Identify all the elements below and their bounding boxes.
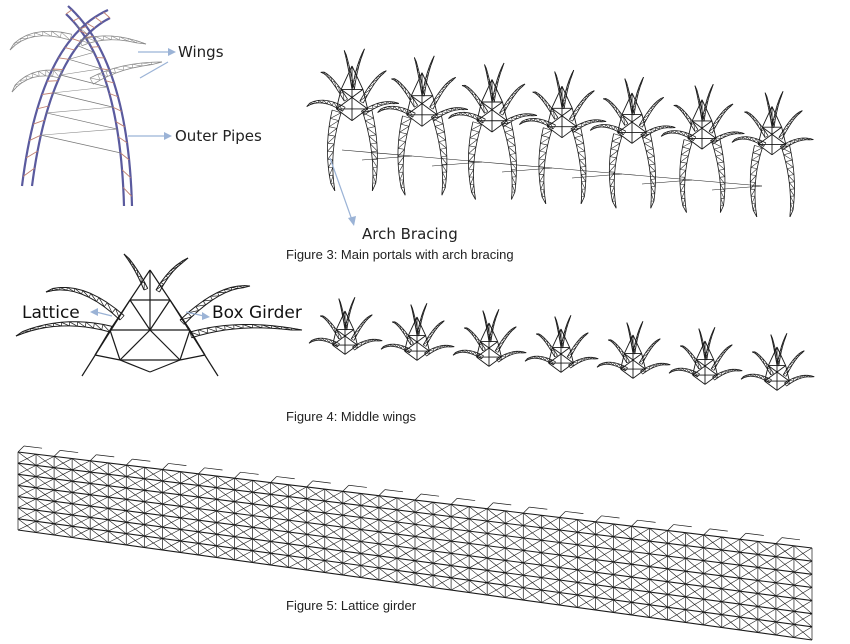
- figure-3-caption: Figure 3: Main portals with arch bracing: [286, 247, 514, 262]
- wing-series-diagram: [308, 297, 815, 391]
- figure-4-caption: Figure 4: Middle wings: [286, 409, 417, 424]
- arch-bracing-callout: [329, 157, 356, 226]
- portal-detail-diagram: [9, 5, 163, 207]
- outer-pipes-label: Outer Pipes: [175, 127, 262, 145]
- lattice-callout: [90, 308, 113, 317]
- wings-callout: [138, 48, 176, 79]
- wings-label: Wings: [178, 43, 224, 61]
- arch-bracing-label: Arch Bracing: [362, 225, 458, 243]
- box-girder-label: Box Girder: [212, 303, 302, 323]
- figure-5-caption: Figure 5: Lattice girder: [286, 598, 417, 613]
- box-girder-callout: [185, 311, 210, 320]
- outer-pipes-callout: [128, 132, 172, 140]
- portal-series-diagram: [306, 48, 814, 218]
- lattice-label: Lattice: [22, 303, 80, 323]
- lattice-girder-diagram: [17, 445, 813, 641]
